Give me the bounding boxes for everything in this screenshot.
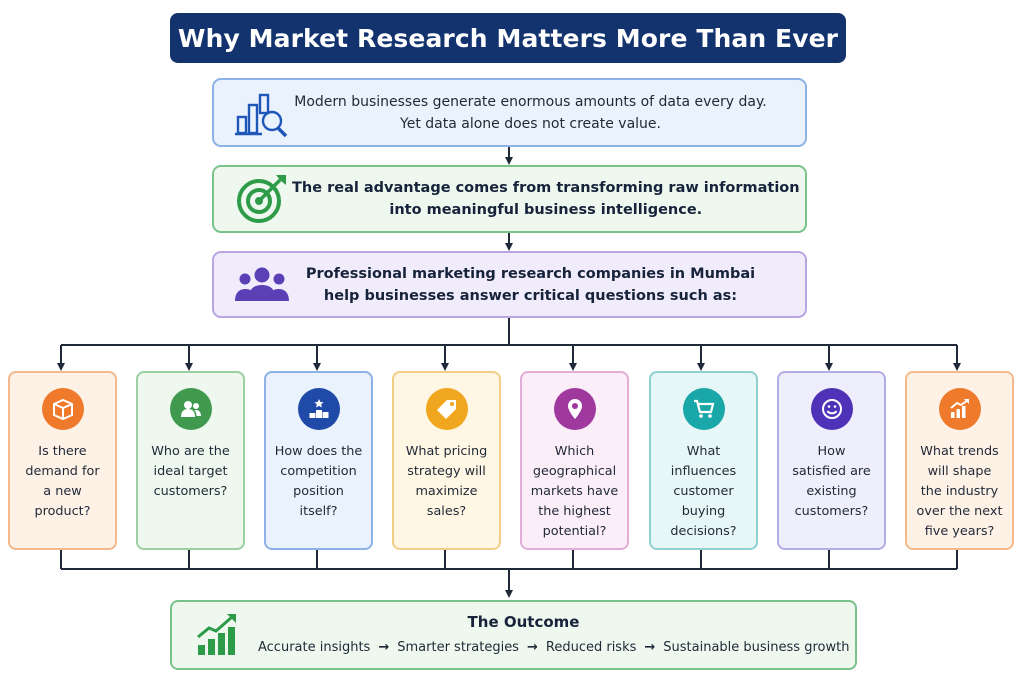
question-text: Who are the ideal target customers? xyxy=(145,442,235,502)
smiley-icon xyxy=(810,388,853,430)
question-line: the industry xyxy=(920,484,999,499)
outcome-step: Sustainable business growth xyxy=(663,640,850,655)
question-card-buying-decisions: What influences customer buying decision… xyxy=(649,371,758,550)
stage-text: Modern businesses generate enormous amou… xyxy=(292,91,805,135)
stage-line: Modern businesses generate enormous amou… xyxy=(294,93,767,110)
arrow-right-icon: → xyxy=(378,640,390,655)
question-text: How satisfied are existing customers? xyxy=(786,442,877,522)
question-line: sales? xyxy=(426,504,467,519)
stage-line: The real advantage comes from transformi… xyxy=(292,180,800,196)
stage-data-volume: Modern businesses generate enormous amou… xyxy=(212,78,807,147)
question-line: decisions? xyxy=(670,524,737,539)
question-line: buying xyxy=(681,504,726,519)
stage-line: help businesses answer critical question… xyxy=(323,287,738,304)
question-line: strategy will xyxy=(407,464,486,479)
stage-line: Yet data alone does not create value. xyxy=(400,115,661,132)
question-line: competition xyxy=(280,464,357,479)
outcome-step: Smarter strategies xyxy=(397,640,519,655)
question-line: customers? xyxy=(794,504,869,519)
question-card-target-customers: Who are the ideal target customers? xyxy=(136,371,245,550)
stage-text: Professional marketing research companie… xyxy=(292,263,805,307)
arrow-right-icon: → xyxy=(644,640,656,655)
question-line: Is there xyxy=(38,444,87,459)
question-card-satisfaction: How satisfied are existing customers? xyxy=(777,371,886,550)
question-text: Is there demand for a new product? xyxy=(19,442,105,522)
question-line: position xyxy=(293,484,344,499)
question-card-trends: What trends will shape the industry over… xyxy=(905,371,1014,550)
map-pin-icon xyxy=(553,388,596,430)
chart-magnifier-icon xyxy=(235,93,288,137)
shopping-cart-icon xyxy=(682,388,725,430)
question-line: What pricing xyxy=(405,444,488,459)
question-line: demand for xyxy=(25,464,100,479)
question-line: ideal target xyxy=(153,464,228,479)
question-line: customer xyxy=(673,484,734,499)
question-line: itself? xyxy=(299,504,338,519)
question-card-pricing: What pricing strategy will maximize sale… xyxy=(392,371,501,550)
price-tag-icon xyxy=(425,388,468,430)
question-line: influences xyxy=(670,464,737,479)
outcome-step: Accurate insights xyxy=(258,640,371,655)
question-text: What pricing strategy will maximize sale… xyxy=(400,442,493,522)
box-icon xyxy=(41,388,84,430)
question-line: the highest xyxy=(538,504,611,519)
arrow-right-icon: → xyxy=(526,640,538,655)
question-card-geography: Which geographical markets have the high… xyxy=(520,371,629,550)
question-line: geographical xyxy=(532,464,617,479)
outcome-title: The Outcome xyxy=(467,613,580,631)
question-line: satisfied are xyxy=(792,464,871,479)
question-line: How does the xyxy=(274,444,363,459)
question-card-competition: How does the competition position itself… xyxy=(264,371,373,550)
team-icon xyxy=(235,267,289,301)
stage-transform-intelligence: The real advantage comes from transformi… xyxy=(212,165,807,233)
outcome-steps: Accurate insights → Smarter strategies →… xyxy=(258,640,849,655)
users-icon xyxy=(169,388,212,430)
question-text: Which geographical markets have the high… xyxy=(525,442,625,542)
trend-chart-icon xyxy=(938,388,981,430)
question-line: What trends xyxy=(920,444,999,459)
podium-icon xyxy=(297,388,340,430)
stage-line: into meaningful business intelligence. xyxy=(389,202,703,218)
question-line: product? xyxy=(34,504,91,519)
question-line: five years? xyxy=(924,524,995,539)
question-line: How xyxy=(817,444,846,459)
question-text: How does the competition position itself… xyxy=(269,442,369,522)
question-line: What xyxy=(686,444,721,459)
stage-text: The real advantage comes from transformi… xyxy=(292,177,836,221)
question-line: will shape xyxy=(927,464,992,479)
target-arrow-icon xyxy=(237,175,286,223)
question-line: over the next xyxy=(916,504,1003,519)
outcome-step: Reduced risks xyxy=(545,640,637,655)
question-line: maximize xyxy=(415,484,478,499)
question-line: markets have xyxy=(530,484,619,499)
question-line: Which xyxy=(554,444,595,459)
question-line: potential? xyxy=(542,524,607,539)
stage-research-companies: Professional marketing research companie… xyxy=(212,251,807,318)
question-card-demand: Is there demand for a new product? xyxy=(8,371,117,550)
growth-chart-icon xyxy=(197,614,236,655)
stage-line: Professional marketing research companie… xyxy=(305,265,756,282)
question-line: a new xyxy=(43,484,82,499)
question-line: Who are the xyxy=(151,444,230,459)
question-line: existing xyxy=(806,484,857,499)
outcome-box: The Outcome Accurate insights → Smarter … xyxy=(170,600,857,670)
question-line: customers? xyxy=(153,484,228,499)
question-text: What influences customer buying decision… xyxy=(664,442,742,542)
page-title: Why Market Research Matters More Than Ev… xyxy=(170,13,846,63)
question-text: What trends will shape the industry over… xyxy=(910,442,1008,542)
